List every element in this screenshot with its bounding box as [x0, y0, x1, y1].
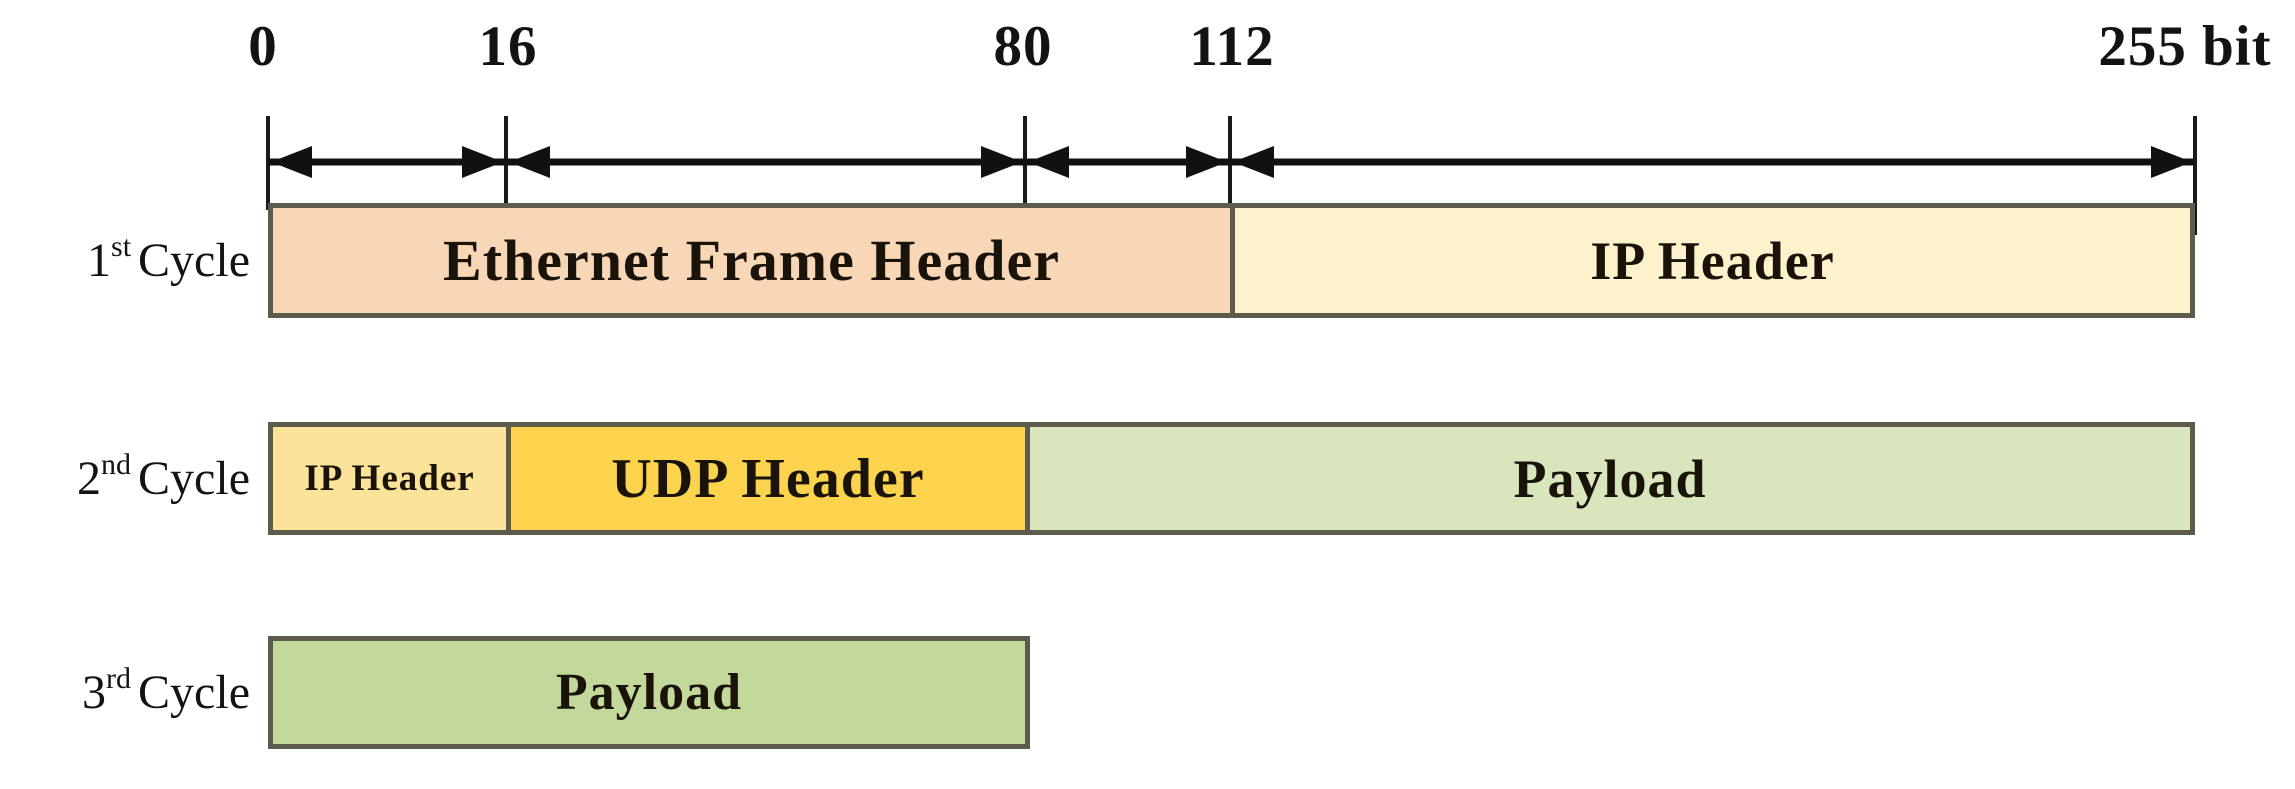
- segment-label: Payload: [555, 664, 743, 721]
- segment-ip-header-cycle1: IP Header: [1230, 203, 2195, 318]
- axis-tick-label-112: 112: [1189, 15, 1275, 78]
- cycle-word: Cycle: [138, 666, 250, 719]
- arrowhead-right-80: [981, 146, 1022, 178]
- axis-tick-label-80: 80: [993, 15, 1053, 78]
- segment-payload-cycle3: Payload: [268, 636, 1030, 749]
- arrowhead-left-80: [1028, 146, 1069, 178]
- axis-tick-label-16: 16: [478, 15, 538, 78]
- arrowhead-left-0: [271, 146, 312, 178]
- arrowhead-left-112: [1233, 146, 1274, 178]
- cycle-number: 1: [87, 234, 112, 287]
- cycle-number: 2: [77, 452, 102, 505]
- segment-udp-header: UDP Header: [506, 422, 1030, 535]
- dimension-axis: [266, 116, 2197, 235]
- segment-label: Payload: [1513, 448, 1707, 509]
- cycle-word: Cycle: [138, 234, 250, 287]
- axis-tick-label-255: 255 bit: [2098, 15, 2272, 78]
- segment-ip-header-cycle2: IP Header: [268, 422, 511, 535]
- axis-tick-label-0: 0: [248, 15, 278, 78]
- arrowhead-left-16: [509, 146, 550, 178]
- cycle-number: 3: [82, 666, 107, 719]
- segment-ethernet-frame-header: Ethernet Frame Header: [268, 203, 1235, 318]
- segment-label: Ethernet Frame Header: [443, 228, 1060, 293]
- arrowhead-right-112: [1186, 146, 1227, 178]
- segment-label: IP Header: [304, 458, 475, 499]
- arrowhead-right-255: [2151, 146, 2192, 178]
- segment-label: UDP Header: [611, 447, 925, 510]
- cycle-word: Cycle: [138, 452, 250, 505]
- segment-payload-cycle2: Payload: [1025, 422, 2195, 535]
- arrowhead-right-16: [462, 146, 503, 178]
- segment-label: IP Header: [1590, 230, 1835, 291]
